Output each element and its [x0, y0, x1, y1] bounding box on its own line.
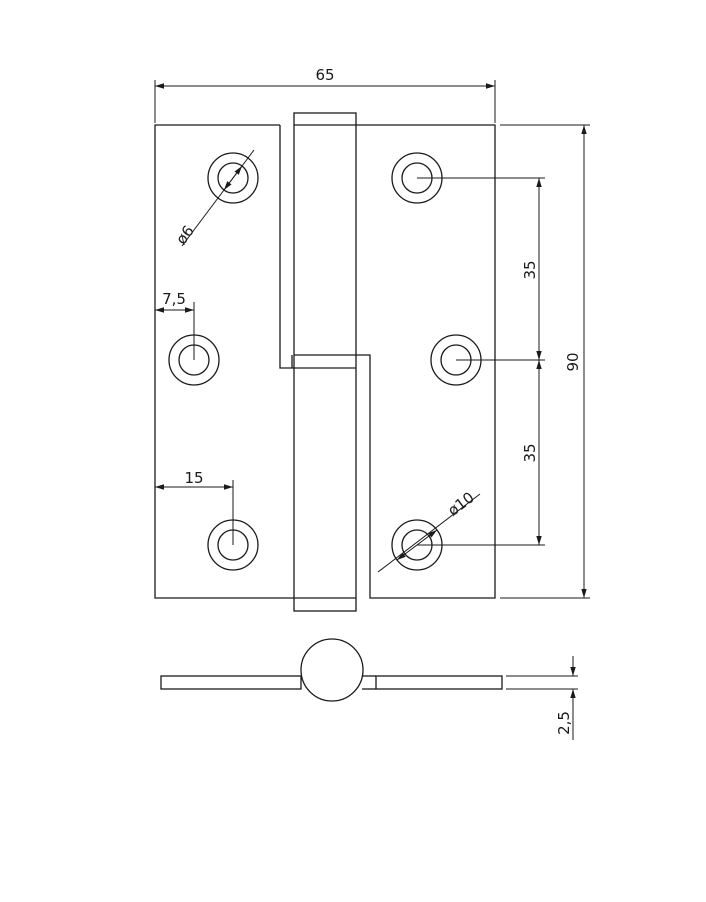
dim-text-90: 90	[564, 352, 582, 371]
dim-edge-7-5: 7,5	[155, 290, 195, 360]
hole-left-top	[207, 152, 259, 204]
right-leaf-outline	[356, 124, 496, 599]
left-leaf-step	[279, 125, 294, 369]
dim-dia-6: ø6	[172, 149, 255, 248]
side-left-leaf	[160, 675, 302, 690]
front-view	[154, 112, 496, 612]
dim-hole-pitch: 35 35	[417, 177, 545, 546]
dim-edge-15: 15	[154, 469, 234, 545]
left-leaf-outline	[154, 124, 294, 599]
dim-overall-width: 65	[154, 66, 496, 123]
side-knuckle	[300, 638, 364, 702]
dim-text-35-lower: 35	[521, 443, 539, 462]
dim-text-65: 65	[315, 66, 334, 84]
side-view	[160, 638, 503, 702]
dim-text-dia-10: ø10	[444, 488, 477, 519]
dim-text-7-5: 7,5	[162, 290, 186, 308]
dim-overall-height: 90	[500, 124, 590, 599]
dim-text-15: 15	[184, 469, 203, 487]
dim-text-2-5: 2,5	[555, 711, 573, 735]
hinge-knuckle	[293, 112, 357, 612]
side-right-leaf	[375, 675, 503, 690]
dim-dia-10: ø10	[377, 488, 481, 573]
dim-thickness: 2,5	[506, 656, 578, 740]
dim-text-dia-6: ø6	[172, 222, 198, 248]
dim-text-35-upper: 35	[521, 260, 539, 279]
